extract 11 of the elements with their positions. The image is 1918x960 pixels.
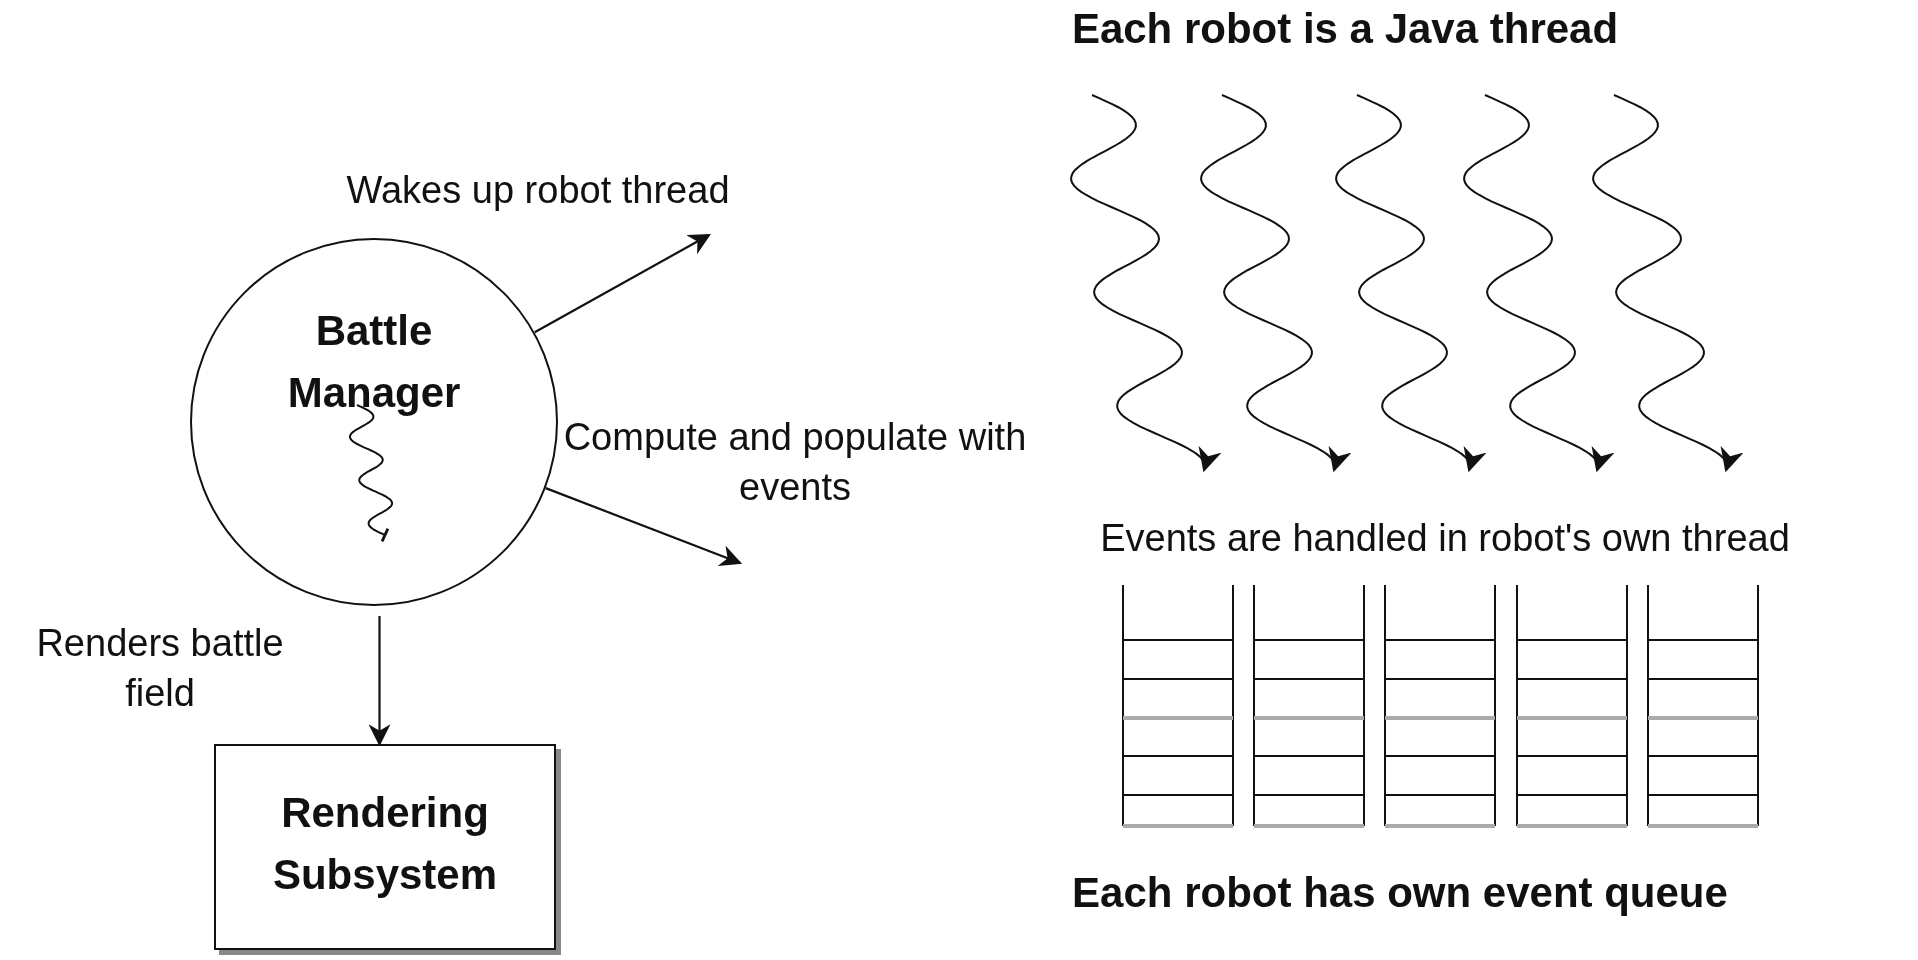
arrow (545, 487, 743, 567)
edge-label: Wakes up robot thread (345, 168, 731, 213)
arrow (534, 233, 711, 334)
heading: Each robot has own event queue (1071, 868, 1729, 918)
edge-label: Renders battle field (35, 621, 285, 716)
edge-label: Compute and populate with events (562, 415, 1028, 510)
node-title: Battle Manager (286, 306, 462, 418)
arrow (368, 616, 391, 747)
heading: Each robot is a Java thread (1070, 4, 1620, 54)
caption-text: Events are handled in robot's own thread (1099, 516, 1791, 561)
node-title: Rendering Subsystem (271, 788, 499, 900)
